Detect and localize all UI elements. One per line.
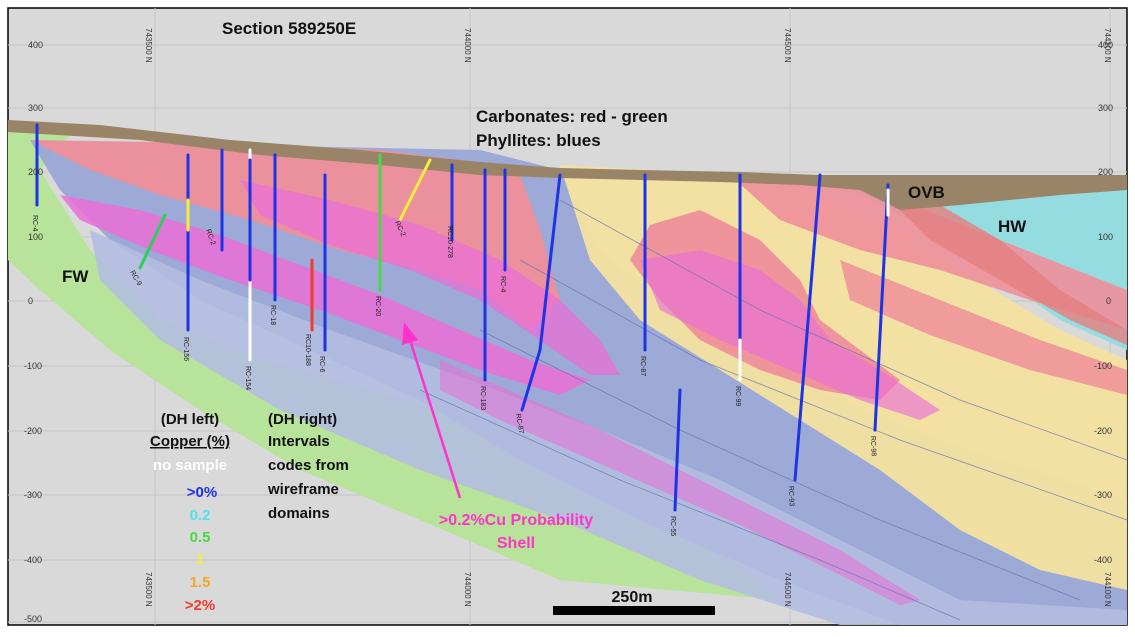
shell-label-line2: Shell (497, 535, 535, 552)
elev-tick: 100 (28, 232, 43, 242)
elev-tick: -100 (24, 361, 42, 371)
drillhole-label: RC-98 (869, 436, 877, 457)
legend-right-line: (DH right) (268, 411, 337, 428)
drillhole-label: RC-87 (514, 413, 524, 434)
legend-subheading: Copper (%) (150, 433, 230, 450)
elevation-axis-left: 400 300 200 100 0 -100 -200 -300 -400 -5… (24, 40, 43, 624)
elev-tick: -400 (24, 555, 42, 565)
elev-tick: -400 (1094, 555, 1112, 565)
interval-legend: (DH right) Intervals codes from wirefram… (267, 411, 349, 522)
legend-0-5: 0.5 (190, 529, 211, 546)
elev-tick: -200 (1094, 426, 1112, 436)
drillhole-label: RC-156 (182, 337, 189, 361)
northing-label: 744500 N (783, 28, 792, 63)
elev-tick: 200 (1098, 167, 1113, 177)
legend-right-line: Intervals (268, 433, 330, 450)
elev-tick: 100 (1098, 232, 1113, 242)
elev-tick: 300 (28, 103, 43, 113)
drillhole-label: RC-4 (31, 215, 38, 231)
legend-0-2: 0.2 (190, 507, 211, 524)
legend-right-line: domains (268, 505, 330, 522)
northing-label: 743500 N (144, 28, 153, 63)
drillhole-label: RC-87 (639, 356, 646, 376)
drillhole-label: RC-6 (318, 356, 325, 372)
legend-gt2: >2% (185, 597, 215, 614)
copper-legend: (DH left) Copper (%) no sample >0% 0.2 0… (150, 411, 230, 614)
northing-label: 744000 N (463, 572, 472, 607)
elev-tick: -200 (24, 426, 42, 436)
carbonate-red-unit (30, 140, 560, 330)
geology-units (8, 120, 1128, 625)
elev-tick: -300 (1094, 490, 1112, 500)
drillhole-label: RC-99 (734, 386, 741, 406)
shell-label-line1: >0.2%Cu Probability (439, 512, 593, 529)
legend-1: 1 (196, 551, 204, 568)
drillhole-label: RC-4 (499, 276, 506, 292)
drillhole-label: RC-55 (669, 516, 676, 536)
elev-tick: -100 (1094, 361, 1112, 371)
elevation-axis-right: 400 300 200 100 0 -100 -200 -300 -400 (1094, 40, 1113, 565)
drillhole-label: RC10-188 (304, 334, 311, 366)
drillhole-label: RC10-278 (446, 226, 453, 258)
northing-label: 744100 N (1103, 28, 1112, 63)
northing-label: 744500 N (783, 572, 792, 607)
zone-label-ovb: OVB (908, 183, 945, 202)
elev-tick: 0 (28, 296, 33, 306)
elev-tick: 400 (28, 40, 43, 50)
legend-right-line: wireframe (267, 481, 339, 498)
lithology-note-phyllites: Phyllites: blues (476, 131, 601, 150)
drillhole-label: RC-93 (787, 486, 795, 507)
scale-bar (553, 606, 715, 615)
elev-tick: 400 (1098, 40, 1113, 50)
zone-label-fw: FW (62, 267, 89, 286)
scale-bar-label: 250m (612, 589, 653, 606)
zone-label-hw: HW (998, 217, 1027, 236)
drillhole-label: RC-154 (244, 366, 251, 390)
drillhole-label: RC-20 (374, 296, 381, 316)
legend-right-line: codes from (268, 457, 349, 474)
lithology-note-carbonates: Carbonates: red - green (476, 107, 668, 126)
northing-label: 744100 N (1103, 572, 1112, 607)
legend-gt0: >0% (187, 484, 217, 501)
elev-tick: 300 (1098, 103, 1113, 113)
drillhole-traces (35, 123, 890, 512)
elev-tick: 0 (1106, 296, 1111, 306)
shell-arrow (402, 322, 462, 499)
northing-label: 744000 N (463, 28, 472, 63)
overburden-unit (8, 120, 1127, 210)
legend-no-sample: no sample (153, 457, 227, 474)
drillhole-label: RC-183 (479, 386, 486, 410)
elev-tick: -500 (24, 614, 42, 624)
elev-tick: -300 (24, 490, 42, 500)
legend-1-5: 1.5 (190, 574, 211, 591)
northing-labels: 743500 N 744000 N 744500 N 744100 N 7435… (144, 28, 1112, 607)
northing-label: 743500 N (144, 572, 153, 607)
drillhole-label: RC-18 (269, 305, 276, 325)
legend-heading: (DH left) (161, 411, 219, 428)
elev-tick: 200 (28, 167, 43, 177)
section-title: Section 589250E (222, 19, 356, 38)
